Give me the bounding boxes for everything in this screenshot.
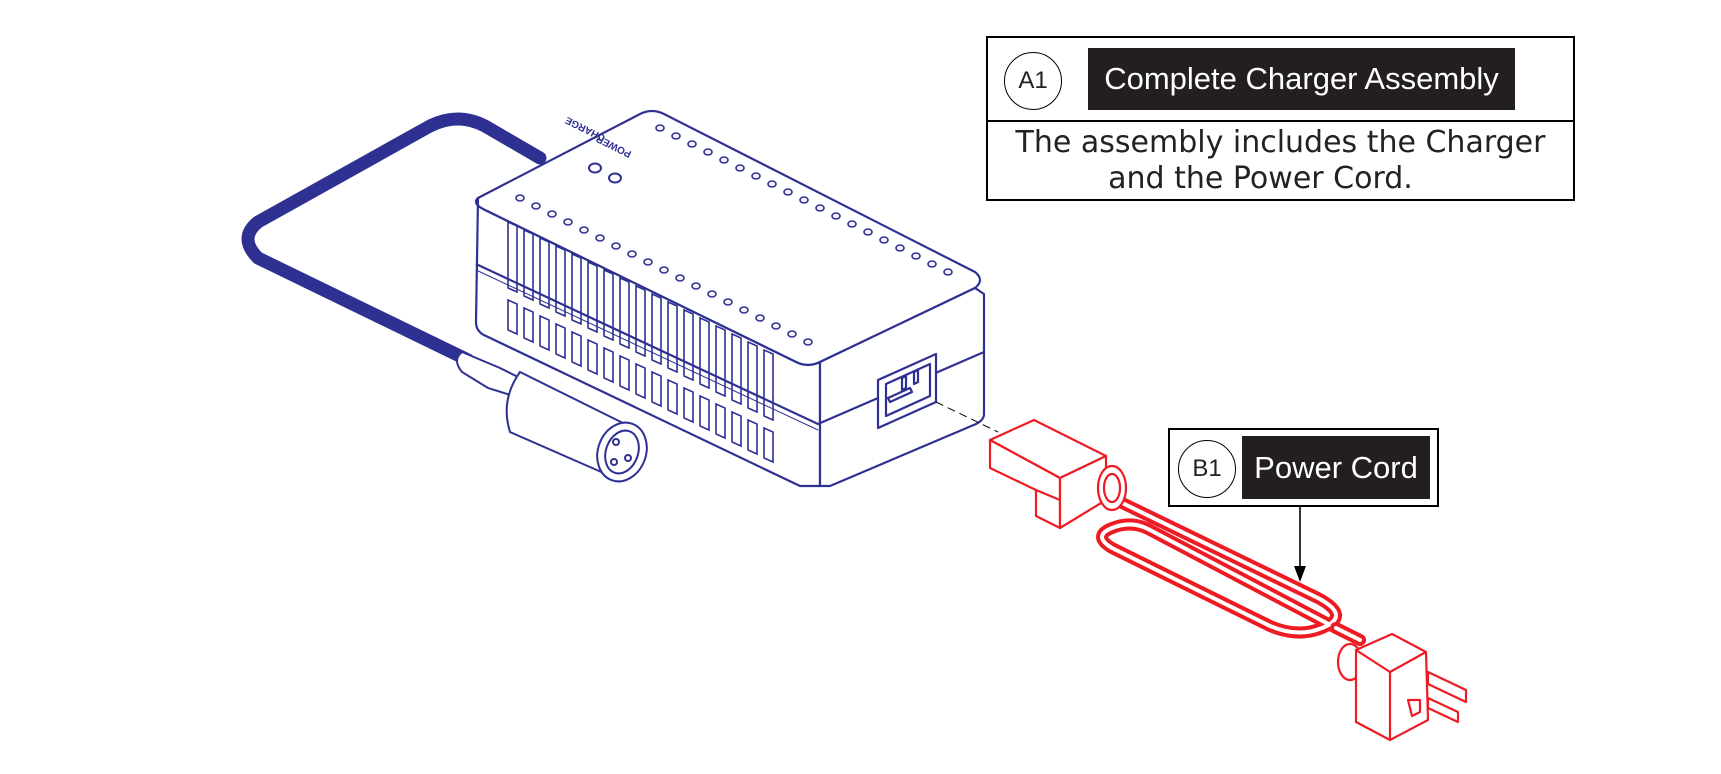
- callout-a-description-line1: The assembly includes the Charger: [1015, 125, 1546, 160]
- power-cord-leader: [1294, 506, 1306, 582]
- charger-vents: [507, 220, 774, 464]
- callout-a-title: Complete Charger Assembly: [1088, 48, 1515, 110]
- callout-power-cord: B1 Power Cord: [1168, 428, 1439, 507]
- callout-a-ref: A1: [1004, 52, 1062, 110]
- c13-connector: [988, 418, 1128, 530]
- dc-output-cable: [241, 112, 547, 367]
- connection-leader: [935, 401, 999, 433]
- callout-b-title: Power Cord: [1242, 436, 1430, 499]
- power-cord: [1096, 492, 1366, 646]
- charger-indicators: [588, 162, 622, 184]
- callout-complete-charger-assembly: A1 Complete Charger Assembly The assembl…: [986, 36, 1575, 201]
- callout-a-description-line2: and the Power Cord.: [1108, 161, 1413, 196]
- callout-b-ref: B1: [1178, 440, 1236, 498]
- callout-a-divider: [988, 120, 1573, 122]
- nema-plug: [1336, 632, 1468, 742]
- xlr-connector: [456, 350, 648, 483]
- charger-top-holes: [515, 124, 953, 346]
